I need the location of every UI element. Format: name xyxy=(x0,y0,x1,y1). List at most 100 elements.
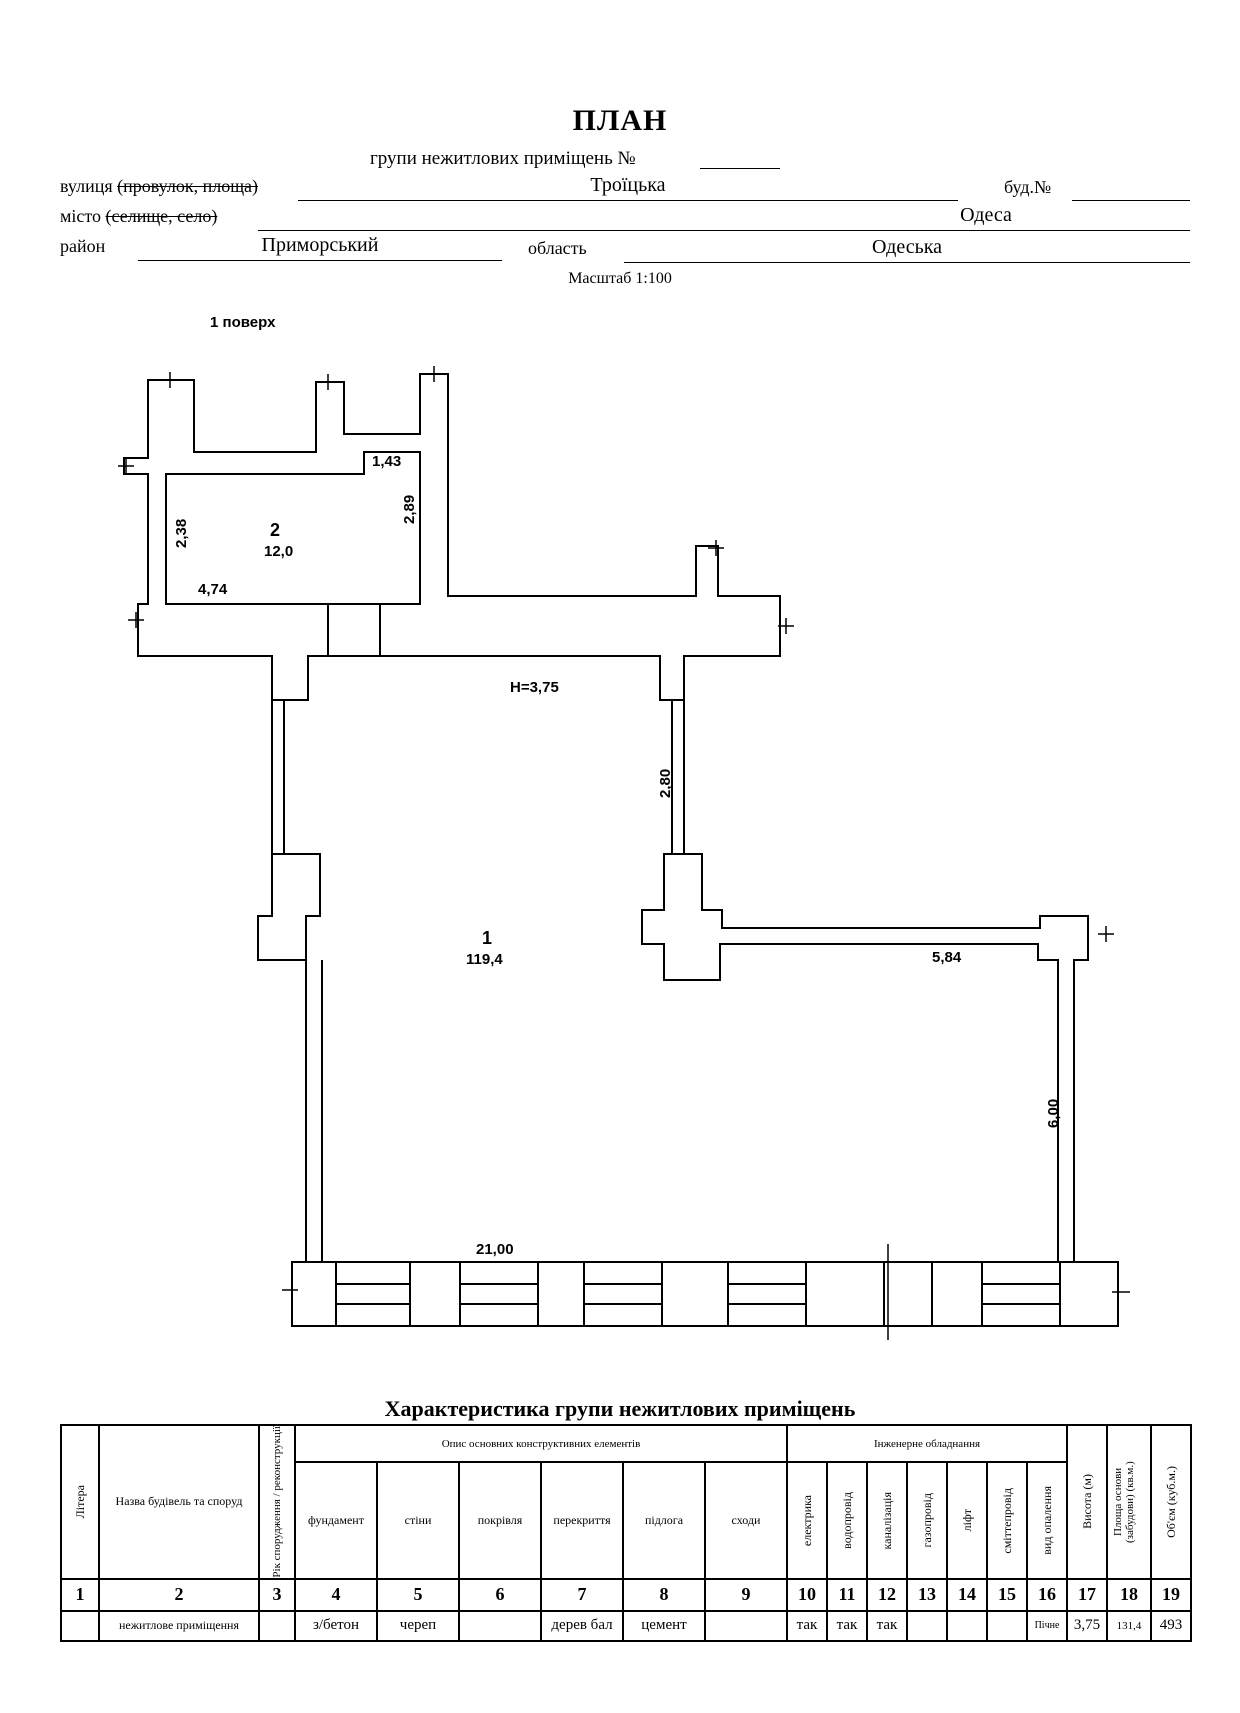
col-num: 10 xyxy=(786,1577,828,1612)
cell-year xyxy=(258,1609,296,1642)
cell-electric: так xyxy=(786,1609,828,1642)
col-electric: електрика xyxy=(786,1461,828,1580)
city-value: Одеса xyxy=(258,204,1190,231)
col-heating-text: вид опалення xyxy=(1039,1486,1054,1555)
dim-2-38: 2,38 xyxy=(173,519,190,548)
col-floor: підлога xyxy=(622,1461,706,1580)
cell-height: 3,75 xyxy=(1066,1609,1108,1642)
col-area-text: Площа основи (забудови) (кв.м.) xyxy=(1112,1460,1136,1543)
cell-walls: череп xyxy=(376,1609,460,1642)
cell-gas xyxy=(906,1609,948,1642)
bottom-wall-segments xyxy=(335,1262,1061,1326)
col-year: Рік спорудження / реконструкції xyxy=(258,1424,296,1580)
col-num: 14 xyxy=(946,1577,988,1612)
col-floors: перекриття xyxy=(540,1461,624,1580)
main-left-lower-wall xyxy=(305,960,323,1263)
dim-2-89: 2,89 xyxy=(401,495,418,524)
dim-6-00: 6,00 xyxy=(1045,1099,1062,1128)
building-label: буд.№ xyxy=(1004,177,1052,197)
district-value: Приморський xyxy=(138,234,502,261)
plan-number-field xyxy=(700,168,780,169)
col-water-text: водопровід xyxy=(839,1491,854,1549)
city-label-struck: (селище, село) xyxy=(105,206,218,226)
col-num: 6 xyxy=(458,1577,542,1612)
table-row: нежитлове приміщення з/бетон череп дерев… xyxy=(60,1609,1192,1642)
col-num: 2 xyxy=(98,1577,260,1612)
col-lift: ліфт xyxy=(946,1461,988,1580)
col-volume-text: Об'єм (куб.м.) xyxy=(1163,1465,1178,1538)
bottom-wall xyxy=(291,1261,1119,1327)
main-left-wall xyxy=(257,700,321,961)
dim-1-43: 1,43 xyxy=(372,453,401,470)
col-num: 17 xyxy=(1066,1577,1108,1612)
column-numbers-row: 1 2 3 4 5 6 7 8 9 10 11 12 13 14 15 16 1… xyxy=(60,1577,1192,1612)
dim-21-00: 21,00 xyxy=(476,1241,514,1258)
col-num: 1 xyxy=(60,1577,100,1612)
col-walls: стіни xyxy=(376,1461,460,1580)
cell-lift xyxy=(946,1609,988,1642)
door-opening xyxy=(327,604,381,656)
scale-label: Масштаб 1:100 xyxy=(568,270,672,287)
cell-garbage xyxy=(986,1609,1028,1642)
table-title: Характеристика групи нежитлових приміщен… xyxy=(384,1396,856,1421)
group-engineering: Інженерне обладнання xyxy=(786,1423,1068,1464)
cell-floor: цемент xyxy=(622,1609,706,1642)
room1-area: 119,4 xyxy=(466,951,503,968)
col-num: 16 xyxy=(1026,1577,1068,1612)
col-gas-text: газопровід xyxy=(919,1493,934,1548)
axis-ticks xyxy=(118,366,1130,1340)
page-title: ПЛАН xyxy=(572,104,668,137)
col-garbage: сміттепровід xyxy=(986,1461,1028,1580)
room2-area: 12,0 xyxy=(264,543,293,560)
dim-2-80: 2,80 xyxy=(657,769,674,798)
col-height: Висота (м) xyxy=(1066,1424,1108,1580)
floor-label: 1 поверх xyxy=(210,314,276,331)
cell-stairs xyxy=(704,1609,788,1642)
street-label-prefix: вулиця xyxy=(60,176,113,196)
window-lines xyxy=(336,1283,1060,1305)
cell-floors: дерев бал xyxy=(540,1609,624,1642)
street-label-struck: (провулок, площа) xyxy=(117,176,259,196)
region-label: область xyxy=(528,238,587,258)
col-stairs: сходи xyxy=(704,1461,788,1580)
col-name: Назва будівель та споруд xyxy=(98,1424,260,1580)
plan-subtitle: групи нежитлових приміщень № xyxy=(370,148,636,169)
col-num: 13 xyxy=(906,1577,948,1612)
city-value-text: Одеса xyxy=(960,204,1012,226)
group-construct: Опис основних конструктивних елементів xyxy=(294,1423,788,1464)
col-year-text: Рік спорудження / реконструкції xyxy=(271,1426,283,1578)
floor-plan: 1,43 2,38 2,89 2 12,0 4,74 Н=3,75 2,80 1… xyxy=(118,366,1130,1340)
dim-5-84: 5,84 xyxy=(932,949,962,966)
city-label-prefix: місто xyxy=(60,206,102,226)
main-right-wall xyxy=(641,700,1089,1263)
cell-heating: Пічне xyxy=(1026,1609,1068,1642)
col-gas: газопровід xyxy=(906,1461,948,1580)
col-num: 15 xyxy=(986,1577,1028,1612)
room1-number: 1 xyxy=(482,928,492,948)
col-litera-text: Літера xyxy=(72,1485,87,1519)
col-garbage-text: сміттепровід xyxy=(999,1487,1014,1554)
col-foundation: фундамент xyxy=(294,1461,378,1580)
col-electric-text: електрика xyxy=(799,1494,814,1546)
cell-litera xyxy=(60,1609,100,1642)
col-num: 18 xyxy=(1106,1577,1152,1612)
col-num: 9 xyxy=(704,1577,788,1612)
cell-name: нежитлове приміщення xyxy=(98,1609,260,1642)
street-label: вулиця (провулок, площа) xyxy=(60,176,258,197)
characteristics-table: Літера Назва будівель та споруд Рік спор… xyxy=(60,1423,1192,1642)
cell-roof xyxy=(458,1609,542,1642)
dim-4-74: 4,74 xyxy=(198,581,228,598)
region-value: Одеська xyxy=(624,236,1190,263)
col-num: 12 xyxy=(866,1577,908,1612)
street-value: Троїцька xyxy=(298,174,958,201)
room-height: Н=3,75 xyxy=(510,679,559,696)
col-sewer-text: каналізація xyxy=(879,1491,894,1550)
col-num: 3 xyxy=(258,1577,296,1612)
room2-inner-wall xyxy=(165,451,421,605)
col-roof: покрівля xyxy=(458,1461,542,1580)
col-water: водопровід xyxy=(826,1461,868,1580)
building-number-field xyxy=(1072,174,1190,201)
col-num: 19 xyxy=(1150,1577,1192,1612)
cell-water: так xyxy=(826,1609,868,1642)
district-label: район xyxy=(60,236,106,256)
